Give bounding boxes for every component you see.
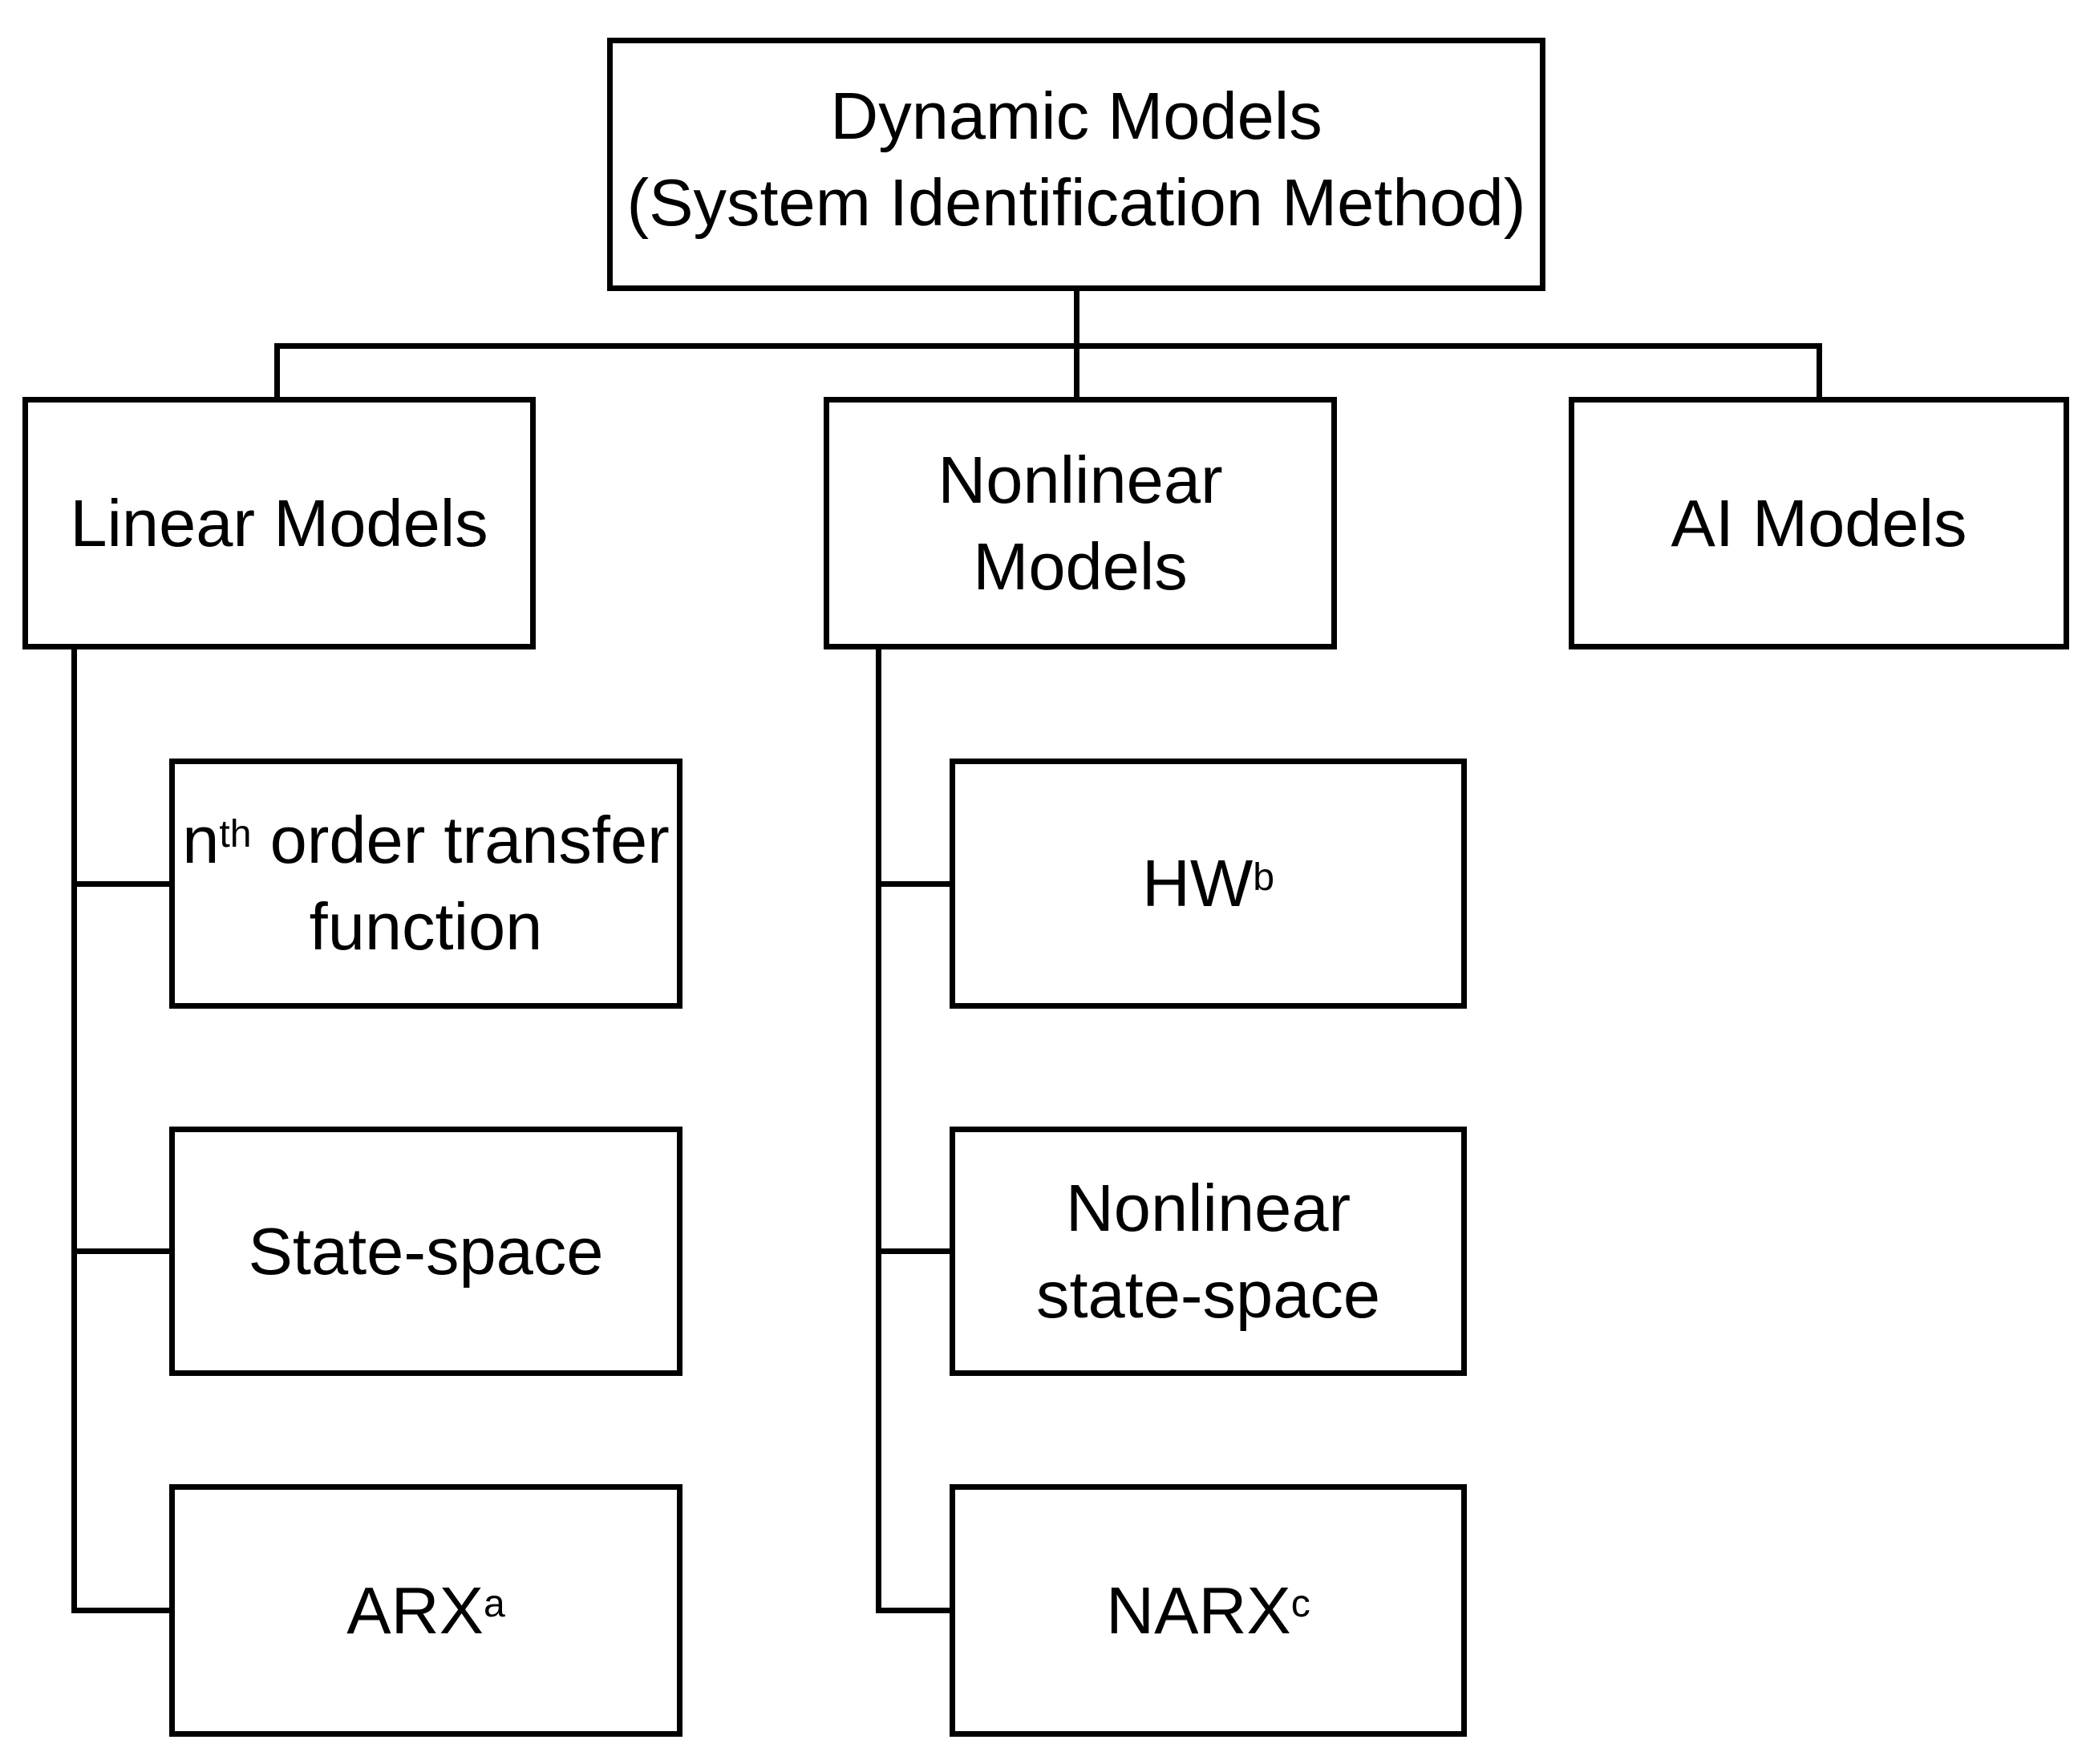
- connector-horizontal-rail: [274, 343, 1822, 349]
- node-arx-label: ARXa: [346, 1572, 505, 1648]
- connector-nonlinear-trunk: [876, 645, 881, 1613]
- connector-stub-transfer-function: [71, 881, 175, 887]
- node-state-space-label: State-space: [248, 1213, 604, 1289]
- node-linear-models-label: Linear Models: [70, 485, 488, 560]
- node-narx-label: NARXc: [1106, 1572, 1310, 1648]
- connector-stub-hw: [876, 881, 955, 887]
- node-hw: HWb: [950, 759, 1467, 1009]
- connector-drop-linear: [274, 343, 280, 403]
- node-hw-label: HWb: [1141, 846, 1275, 921]
- node-ai-models: AI Models: [1569, 397, 2069, 649]
- node-ai-models-label: AI Models: [1671, 485, 1967, 560]
- node-dynamic-models-label: Dynamic Models(System Identification Met…: [626, 79, 1526, 240]
- node-linear-models: Linear Models: [22, 397, 536, 649]
- node-narx: NARXc: [950, 1484, 1467, 1737]
- node-dynamic-models: Dynamic Models(System Identification Met…: [607, 38, 1545, 291]
- connector-stub-arx: [71, 1608, 175, 1613]
- node-state-space: State-space: [169, 1127, 682, 1376]
- connector-stub-narx: [876, 1608, 955, 1613]
- connector-linear-trunk: [71, 645, 77, 1613]
- connector-drop-ai: [1817, 343, 1822, 403]
- node-arx: ARXa: [169, 1484, 682, 1737]
- connector-stub-nonlinear-state-space: [876, 1248, 955, 1254]
- connector-stub-state-space: [71, 1248, 175, 1254]
